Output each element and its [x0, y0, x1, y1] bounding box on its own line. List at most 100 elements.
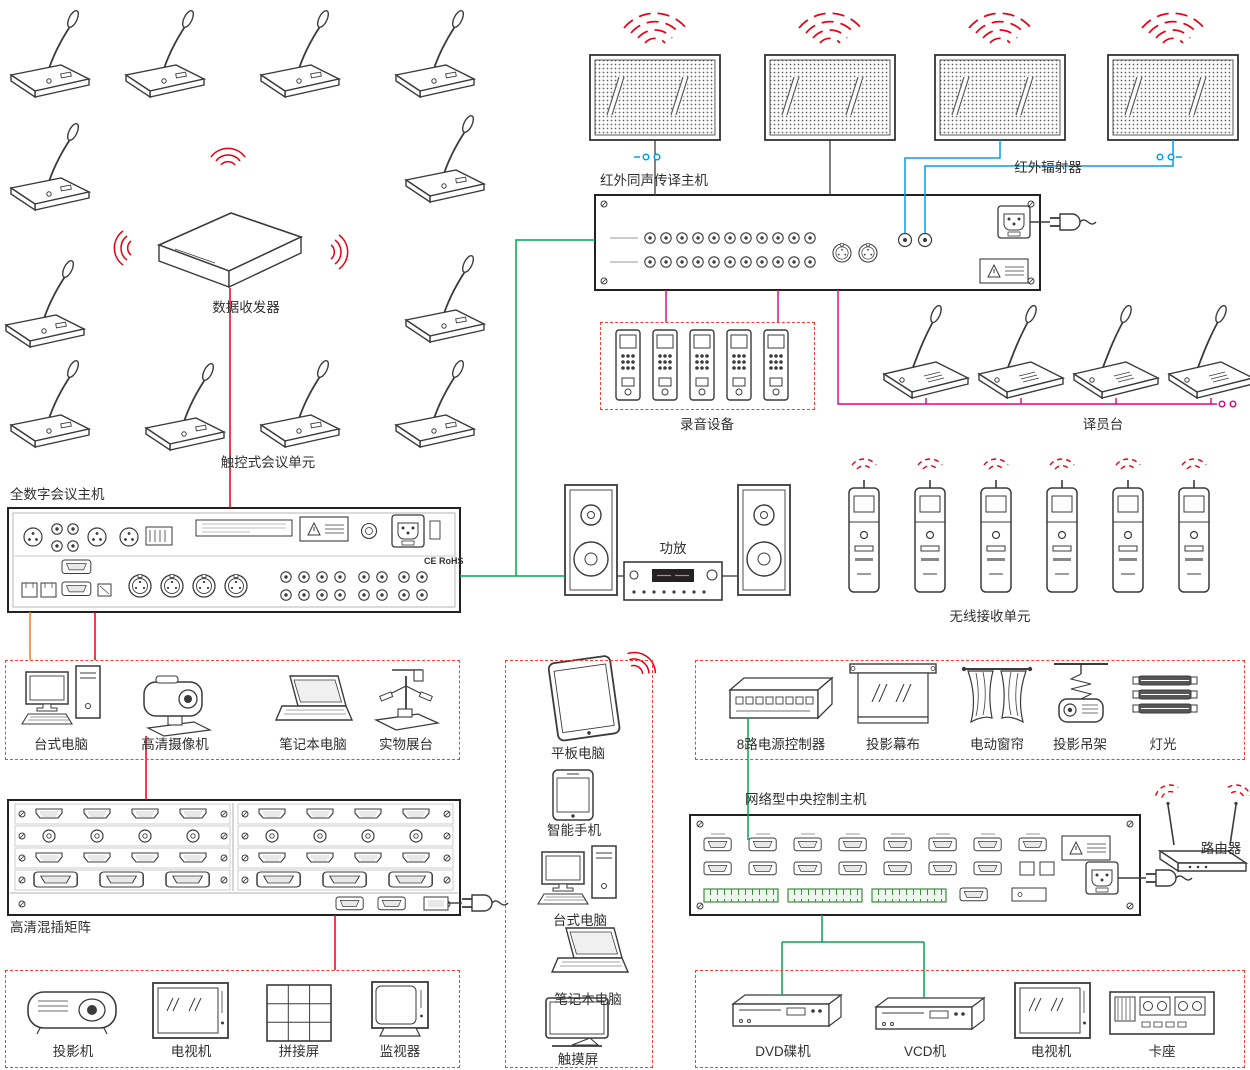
wifi-icon: [330, 234, 349, 270]
smartphone: [552, 769, 594, 821]
router: [1159, 801, 1247, 872]
label-tv-2: 电视机: [1030, 1044, 1072, 1059]
black-links: [617, 140, 831, 577]
label-smartphone: 智能手机: [547, 823, 601, 838]
conference-mic: [395, 358, 475, 448]
label-dvd-player: DVD碟机: [755, 1044, 811, 1059]
power-plug-icon: [461, 894, 509, 912]
wifi-icon: [1141, 12, 1205, 44]
label-wireless-receiver: 无线接收单元: [949, 609, 1031, 624]
wifi-icon: [917, 458, 943, 470]
recorder-unit: [726, 329, 752, 401]
digital-conference-host: [7, 507, 461, 613]
label-monitor: 监视器: [379, 1044, 421, 1059]
wireless-receiver: [848, 479, 880, 593]
conference-mic: [5, 258, 85, 348]
interpreter-console: [978, 303, 1064, 399]
label-tv: 电视机: [170, 1044, 212, 1059]
conference-mic: [260, 8, 340, 98]
conference-mic: [405, 113, 485, 203]
infrared-radiator: [590, 55, 720, 140]
splicing-screen: [266, 984, 332, 1042]
wifi-icon: [851, 458, 877, 470]
pink-links: [665, 290, 1237, 408]
wireless-receiver: [980, 479, 1012, 593]
label-interpreter-console: 译员台: [1082, 417, 1124, 432]
recorder-unit: [652, 329, 678, 401]
label-cassette-deck: 卡座: [1148, 1044, 1176, 1059]
tv-set: [1014, 982, 1091, 1039]
label-laptop-2: 笔记本电脑: [554, 992, 622, 1007]
infrared-radiators: [590, 12, 1238, 140]
label-ce-rohs: CE RoHS: [424, 556, 464, 566]
hd-matrix: [7, 799, 461, 916]
label-router: 路由器: [1200, 841, 1242, 856]
wireless-receivers: [848, 458, 1210, 593]
wifi-icon: [983, 458, 1009, 470]
wifi-icon: [968, 12, 1032, 44]
data-transceiver: [156, 212, 304, 289]
conference-mic: [395, 8, 475, 98]
label-conference-unit: 触控式会议单元: [220, 455, 316, 470]
cassette-deck: [1109, 991, 1215, 1035]
label-projector-mount: 投影吊架: [1053, 737, 1107, 752]
label-electric-curtain: 电动窗帘: [970, 737, 1024, 752]
label-amplifier: 功放: [659, 541, 687, 556]
conference-mic: [260, 358, 340, 448]
label-desktop-computer: 台式电脑: [34, 737, 88, 752]
speaker-left: [564, 484, 618, 596]
vcd-player: [875, 997, 985, 1030]
wifi-icon: [622, 645, 662, 681]
monitor: [371, 981, 429, 1037]
label-document-camera: 实物展台: [379, 737, 433, 752]
label-infrared-radiator: 红外辐射器: [1014, 160, 1082, 175]
recorder-unit: [689, 329, 715, 401]
interpreter-console: [1073, 303, 1159, 399]
label-vcd-player: VCD机: [903, 1044, 947, 1059]
label-interpretation-host: 红外同声传译主机: [600, 173, 708, 188]
conference-mic: [10, 358, 90, 448]
label-hd-camera: 高清摄像机: [141, 737, 209, 752]
document-camera: [375, 669, 439, 731]
conference-mic: [145, 361, 225, 451]
wifi-icon: [1115, 458, 1141, 470]
power-plug-icon: [1049, 213, 1097, 231]
tablet: [547, 654, 622, 743]
recorder-unit: [763, 329, 789, 401]
wifi-icon: [210, 147, 246, 166]
conference-mic: [10, 121, 90, 211]
label-power-controller: 8路电源控制器: [736, 737, 826, 752]
electric-curtain: [960, 665, 1034, 723]
wireless-receiver: [1112, 479, 1144, 593]
label-laptop: 笔记本电脑: [279, 737, 347, 752]
red-links: [94, 288, 336, 970]
hd-camera: [143, 675, 211, 737]
wireless-receiver: [914, 479, 946, 593]
label-hd-matrix: 高清混插矩阵: [10, 920, 91, 935]
label-lighting: 灯光: [1149, 737, 1177, 752]
desktop-computer: [21, 665, 101, 725]
conference-mic: [125, 8, 205, 98]
wifi-icon: [1152, 781, 1181, 801]
recorder-unit: [615, 329, 641, 401]
label-central-control-host: 网络型中央控制主机: [745, 792, 867, 807]
interpreter-consoles: [883, 303, 1250, 399]
infrared-radiator: [935, 55, 1065, 140]
label-projection-screen: 投影幕布: [866, 737, 920, 752]
tv-set: [152, 982, 229, 1039]
label-desktop-computer-2: 台式电脑: [553, 913, 607, 928]
label-touch-screen: 触摸屏: [557, 1052, 599, 1067]
power-plug-icon: [1145, 869, 1193, 887]
laptop-computer: [275, 675, 353, 721]
wifi-icon: [798, 12, 862, 44]
conference-mic: [10, 8, 90, 98]
central-control-host: [689, 814, 1141, 916]
label-recorder: 录音设备: [680, 417, 734, 432]
lighting: [1132, 675, 1198, 714]
wifi-icon: [623, 12, 687, 44]
wireless-receiver: [1046, 479, 1078, 593]
wifi-icon: [113, 230, 132, 266]
power-amplifier: [623, 561, 723, 601]
